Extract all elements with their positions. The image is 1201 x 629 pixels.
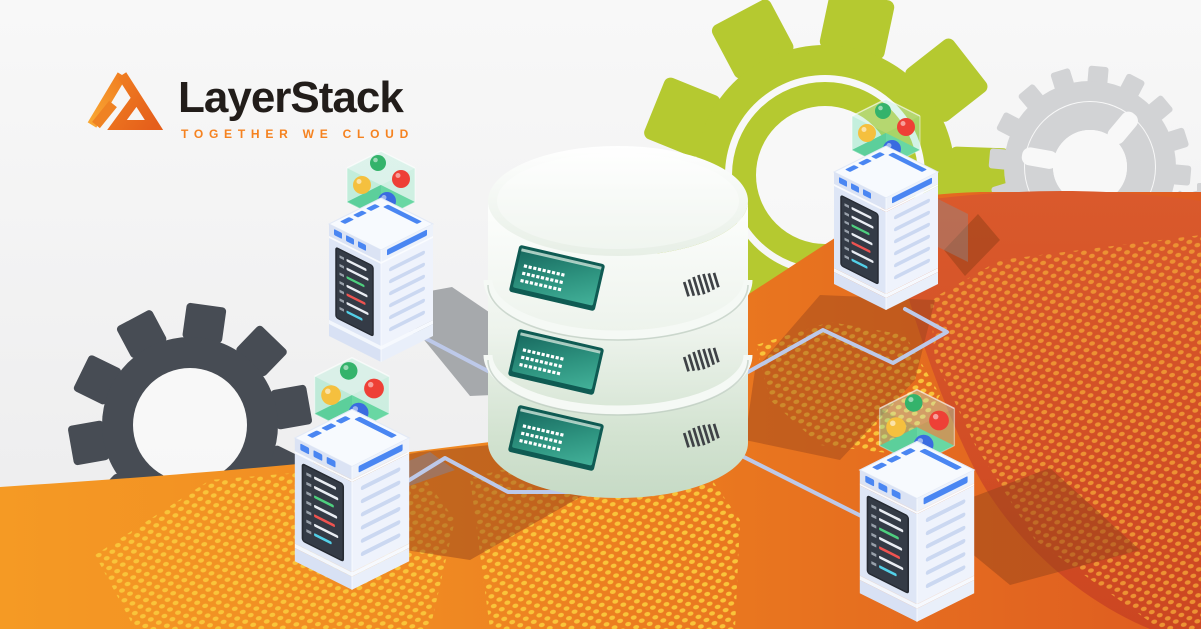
brand-name: LayerStack xyxy=(178,73,404,122)
layerstack-logo-icon xyxy=(87,72,164,130)
database-display-panel xyxy=(508,329,604,395)
brand-logo: LayerStack TOGETHER WE CLOUD xyxy=(84,66,414,141)
brand-tagline: TOGETHER WE CLOUD xyxy=(181,127,415,141)
database-vents xyxy=(682,272,720,448)
database-display-panel xyxy=(509,245,605,311)
database-display-panel xyxy=(508,405,604,471)
gear-shadow xyxy=(944,214,1000,276)
database-cylinder xyxy=(483,146,753,498)
